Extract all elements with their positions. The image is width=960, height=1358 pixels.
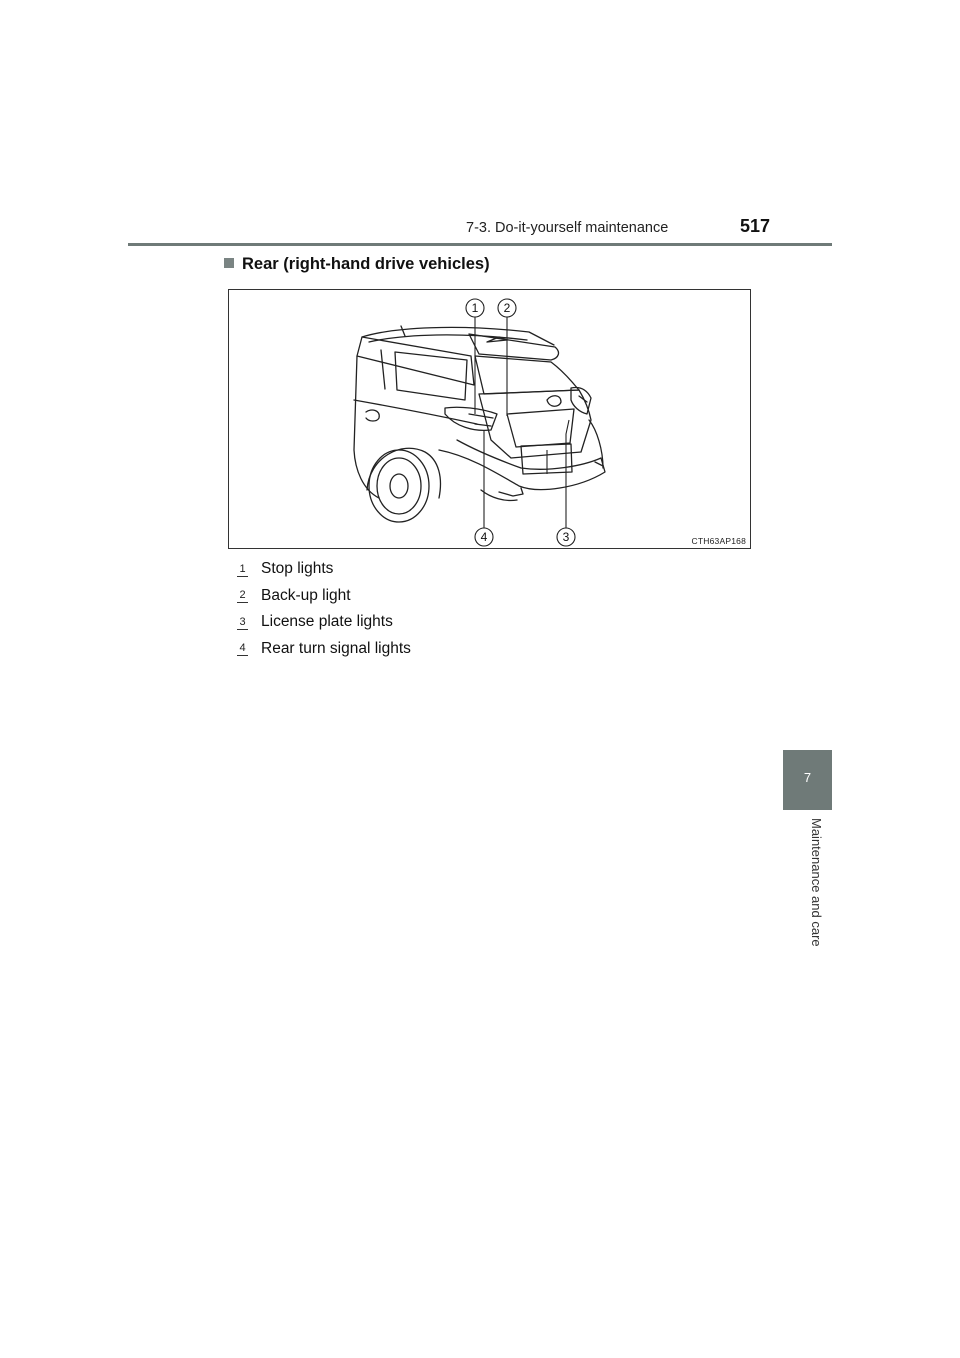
- legend-number: 1: [237, 562, 248, 577]
- callout-4-label: 4: [481, 530, 488, 544]
- section-heading: Rear (right-hand drive vehicles): [224, 255, 490, 274]
- chapter-tab[interactable]: 7: [783, 750, 832, 810]
- legend-item: 4 Rear turn signal lights: [237, 636, 411, 663]
- legend-label: Stop lights: [261, 560, 334, 578]
- header-divider: [128, 243, 832, 246]
- figure-legend: 1 Stop lights 2 Back-up light 3 License …: [237, 556, 411, 662]
- callout-3-circle: [556, 527, 576, 547]
- callout-line-3: [565, 419, 570, 528]
- legend-number: 3: [237, 615, 248, 630]
- callout-1-label: 1: [472, 301, 479, 315]
- callout-2-label: 2: [504, 301, 511, 315]
- legend-item: 2 Back-up light: [237, 583, 411, 610]
- chapter-label: Maintenance and care: [809, 818, 824, 947]
- page-number: 517: [740, 216, 771, 236]
- legend-item: 1 Stop lights: [237, 556, 411, 583]
- legend-item: 3 License plate lights: [237, 609, 411, 636]
- callout-4-circle: [474, 527, 494, 547]
- chapter-number: 7: [803, 770, 812, 785]
- callout-1-circle: [465, 298, 485, 318]
- legend-number: 2: [237, 588, 248, 604]
- callout-3-label: 3: [563, 530, 570, 544]
- section-heading-text: Rear (right-hand drive vehicles): [242, 255, 490, 273]
- legend-label: Back-up light: [261, 586, 351, 604]
- rear-lights-figure: 1 2 3 4 CTH63AP168: [228, 289, 751, 549]
- figure-code: CTH63AP168: [691, 536, 746, 546]
- legend-label: License plate lights: [261, 613, 393, 631]
- square-bullet-icon: [224, 258, 234, 268]
- legend-label: Rear turn signal lights: [261, 639, 411, 657]
- legend-number: 4: [237, 641, 248, 657]
- running-header-title: 7-3. Do-it-yourself maintenance: [466, 220, 669, 236]
- car-rear-illustration: 1 2 3 4: [353, 298, 606, 547]
- callout-2-circle: [497, 298, 517, 318]
